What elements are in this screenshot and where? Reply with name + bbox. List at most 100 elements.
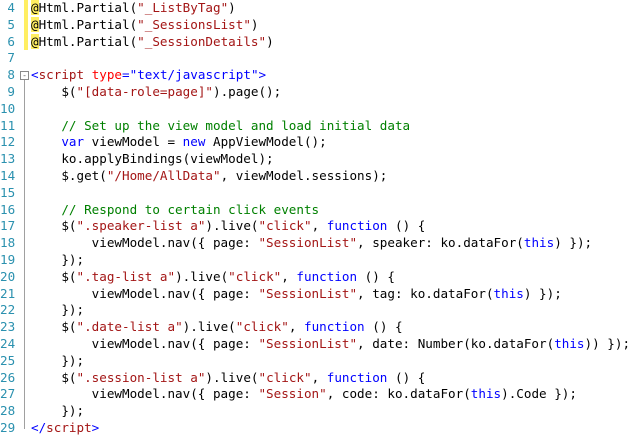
code-token: , speaker: ko.dataFor( bbox=[357, 235, 524, 251]
code-line[interactable]: 25 }); bbox=[0, 353, 640, 370]
code-token: , date: Number(ko.dataFor( bbox=[357, 336, 555, 351]
code-token: function bbox=[303, 319, 365, 335]
code-token: this bbox=[493, 285, 524, 301]
line-number: 27 bbox=[0, 386, 16, 402]
code-token: = bbox=[122, 67, 130, 83]
code-line[interactable]: 15 bbox=[0, 185, 640, 202]
line-number: 24 bbox=[0, 336, 16, 351]
code-line[interactable]: 17 $(".speaker-list a").live("click", fu… bbox=[0, 218, 640, 235]
line-number: 11 bbox=[0, 117, 16, 133]
code-line[interactable]: 27 viewModel.nav({ page: "Session", code… bbox=[0, 386, 640, 403]
change-marker bbox=[16, 202, 30, 219]
code-line[interactable]: 13 ko.applyBindings(viewModel); bbox=[0, 151, 640, 168]
change-marker bbox=[16, 84, 30, 101]
code-token: "SessionList" bbox=[258, 285, 358, 301]
code-line[interactable]: 6@Html.Partial("_SessionDetails") bbox=[0, 33, 640, 51]
code-text: $(".date-list a").live("click", function… bbox=[31, 319, 403, 336]
line-number: 6 bbox=[7, 33, 15, 49]
change-marker bbox=[16, 118, 30, 135]
code-line[interactable]: 20 $(".tag-list a").live("click", functi… bbox=[0, 269, 640, 286]
change-marker bbox=[16, 386, 30, 403]
code-token: "Session" bbox=[258, 386, 327, 402]
code-token: Html.Partial( bbox=[38, 16, 138, 32]
code-token: script bbox=[38, 67, 85, 83]
change-marker bbox=[16, 33, 30, 51]
line-number: 4 bbox=[7, 0, 15, 15]
code-token: viewModel = bbox=[84, 134, 183, 150]
code-token: , bbox=[288, 319, 304, 335]
change-marker bbox=[16, 403, 30, 420]
code-text: viewModel.nav({ page: "SessionList", spe… bbox=[31, 235, 592, 252]
line-number: 9 bbox=[7, 84, 15, 99]
line-number: 7 bbox=[7, 50, 15, 66]
code-token: , bbox=[311, 218, 327, 234]
code-token: // Set up the view model and load initia… bbox=[31, 117, 411, 133]
code-token: viewModel.nav({ page: bbox=[31, 285, 259, 301]
code-line[interactable]: 26 $(".session-list a").live("click", fu… bbox=[0, 370, 640, 387]
code-text: $(".speaker-list a").live("click", funct… bbox=[31, 218, 425, 235]
code-token: "SessionList" bbox=[258, 235, 358, 251]
code-text: $(".session-list a").live("click", funct… bbox=[31, 370, 425, 387]
code-token: type bbox=[91, 67, 123, 83]
code-line[interactable]: 5@Html.Partial("_SessionsList") bbox=[0, 16, 640, 34]
line-number: 29 bbox=[0, 420, 16, 435]
code-line[interactable]: 18 viewModel.nav({ page: "SessionList", … bbox=[0, 235, 640, 252]
code-token: viewModel.nav({ page: bbox=[31, 386, 259, 402]
code-line[interactable]: 23 $(".date-list a").live("click", funct… bbox=[0, 319, 640, 336]
code-token: this bbox=[470, 386, 502, 402]
code-token: )) }); bbox=[584, 336, 631, 351]
code-token: viewModel.nav({ page: bbox=[31, 235, 259, 251]
code-line[interactable]: 10 bbox=[0, 101, 640, 118]
code-token: ) bbox=[250, 16, 259, 32]
code-text: viewModel.nav({ page: "Session", code: k… bbox=[31, 386, 577, 403]
code-token: ".speaker-list a" bbox=[76, 218, 206, 234]
change-marker bbox=[16, 101, 30, 118]
code-token: > bbox=[91, 420, 100, 435]
code-token: "text/javascript" bbox=[129, 67, 259, 83]
code-line[interactable]: 8-<script type="text/javascript"> bbox=[0, 67, 640, 84]
code-text: </script> bbox=[31, 420, 99, 437]
code-token: var bbox=[31, 134, 85, 150]
code-token: () { bbox=[357, 268, 395, 284]
code-token: () { bbox=[364, 319, 403, 335]
line-number: 13 bbox=[0, 151, 16, 167]
code-token: ).live( bbox=[175, 268, 229, 284]
code-line[interactable]: 7 bbox=[0, 50, 640, 67]
code-token: "[data-role=page]" bbox=[76, 84, 213, 99]
code-text: // Set up the view model and load initia… bbox=[31, 118, 410, 135]
code-line[interactable]: 9 $("[data-role=page]").page(); bbox=[0, 84, 640, 101]
code-line[interactable]: 24 viewModel.nav({ page: "SessionList", … bbox=[0, 336, 640, 353]
code-token: @ bbox=[31, 33, 39, 49]
code-token: @ bbox=[31, 0, 39, 15]
code-line[interactable]: 14 $.get("/Home/AllData", viewModel.sess… bbox=[0, 168, 640, 185]
code-token: ).Code }); bbox=[501, 386, 577, 402]
code-token: ) }); bbox=[554, 235, 593, 251]
code-token: , bbox=[311, 369, 327, 385]
code-text: var viewModel = new AppViewModel(); bbox=[31, 134, 326, 151]
code-token: "/Home/AllData" bbox=[106, 168, 221, 183]
change-marker bbox=[16, 185, 30, 202]
code-line[interactable]: 22 }); bbox=[0, 302, 640, 319]
code-line[interactable]: 11 // Set up the view model and load ini… bbox=[0, 118, 640, 135]
code-text: $.get("/Home/AllData", viewModel.session… bbox=[31, 168, 387, 185]
change-marker bbox=[16, 269, 30, 286]
change-marker bbox=[16, 168, 30, 185]
code-token: ).live( bbox=[182, 319, 236, 335]
code-token: () { bbox=[387, 218, 426, 234]
code-line[interactable]: 28 }); bbox=[0, 403, 640, 420]
code-line[interactable]: 29 </script> bbox=[0, 420, 640, 437]
code-token: function bbox=[296, 268, 358, 284]
code-line[interactable]: 4@Html.Partial("_ListByTag") bbox=[0, 0, 640, 17]
code-text: }); bbox=[31, 403, 84, 420]
code-token: $.get( bbox=[31, 168, 107, 183]
line-number: 21 bbox=[0, 285, 16, 301]
code-line[interactable]: 12 var viewModel = new AppViewModel(); bbox=[0, 134, 640, 151]
code-line[interactable]: 19 }); bbox=[0, 252, 640, 269]
code-line[interactable]: 21 viewModel.nav({ page: "SessionList", … bbox=[0, 286, 640, 303]
code-token: , viewModel.sessions); bbox=[220, 168, 388, 183]
collapse-icon[interactable]: - bbox=[20, 71, 29, 81]
line-number: 16 bbox=[0, 201, 16, 217]
change-marker bbox=[16, 319, 30, 336]
code-line[interactable]: 16 // Respond to certain click events bbox=[0, 202, 640, 219]
